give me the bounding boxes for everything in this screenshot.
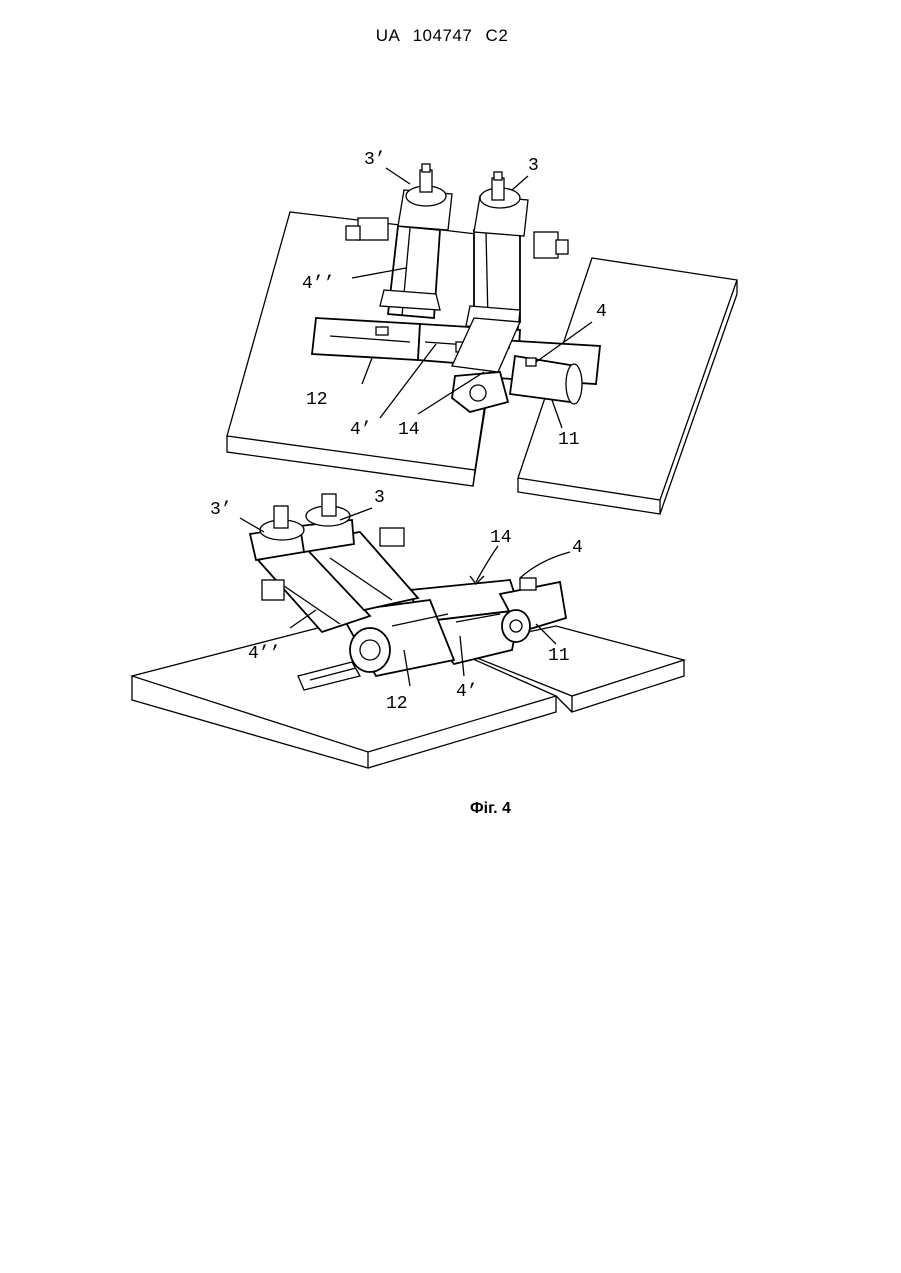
label-4: 4 [596,302,607,322]
label-3: 3 [528,156,539,176]
label-4-double-prime: 4’’ [248,644,280,664]
label-3: 3 [374,488,385,508]
label-11: 11 [548,646,570,666]
label-14: 14 [490,528,512,548]
label-3-prime: 3’ [210,500,232,520]
label-14: 14 [398,420,420,440]
label-4-double-prime: 4’’ [302,274,334,294]
label-12: 12 [386,694,408,714]
label-3-prime: 3’ [364,150,386,170]
label-12: 12 [306,390,328,410]
label-4-prime: 4’ [456,682,478,702]
label-4-prime: 4’ [350,420,372,440]
top-view-assembly: 3’ 3 4’’ 4 12 4’ 14 11 [227,150,737,514]
label-11: 11 [558,430,580,450]
bottom-view-assembly: 3’ 3 14 4 4’’ 11 12 4’ [132,488,684,768]
label-4: 4 [572,538,583,558]
figure-caption: Фіг. 4 [470,800,511,818]
